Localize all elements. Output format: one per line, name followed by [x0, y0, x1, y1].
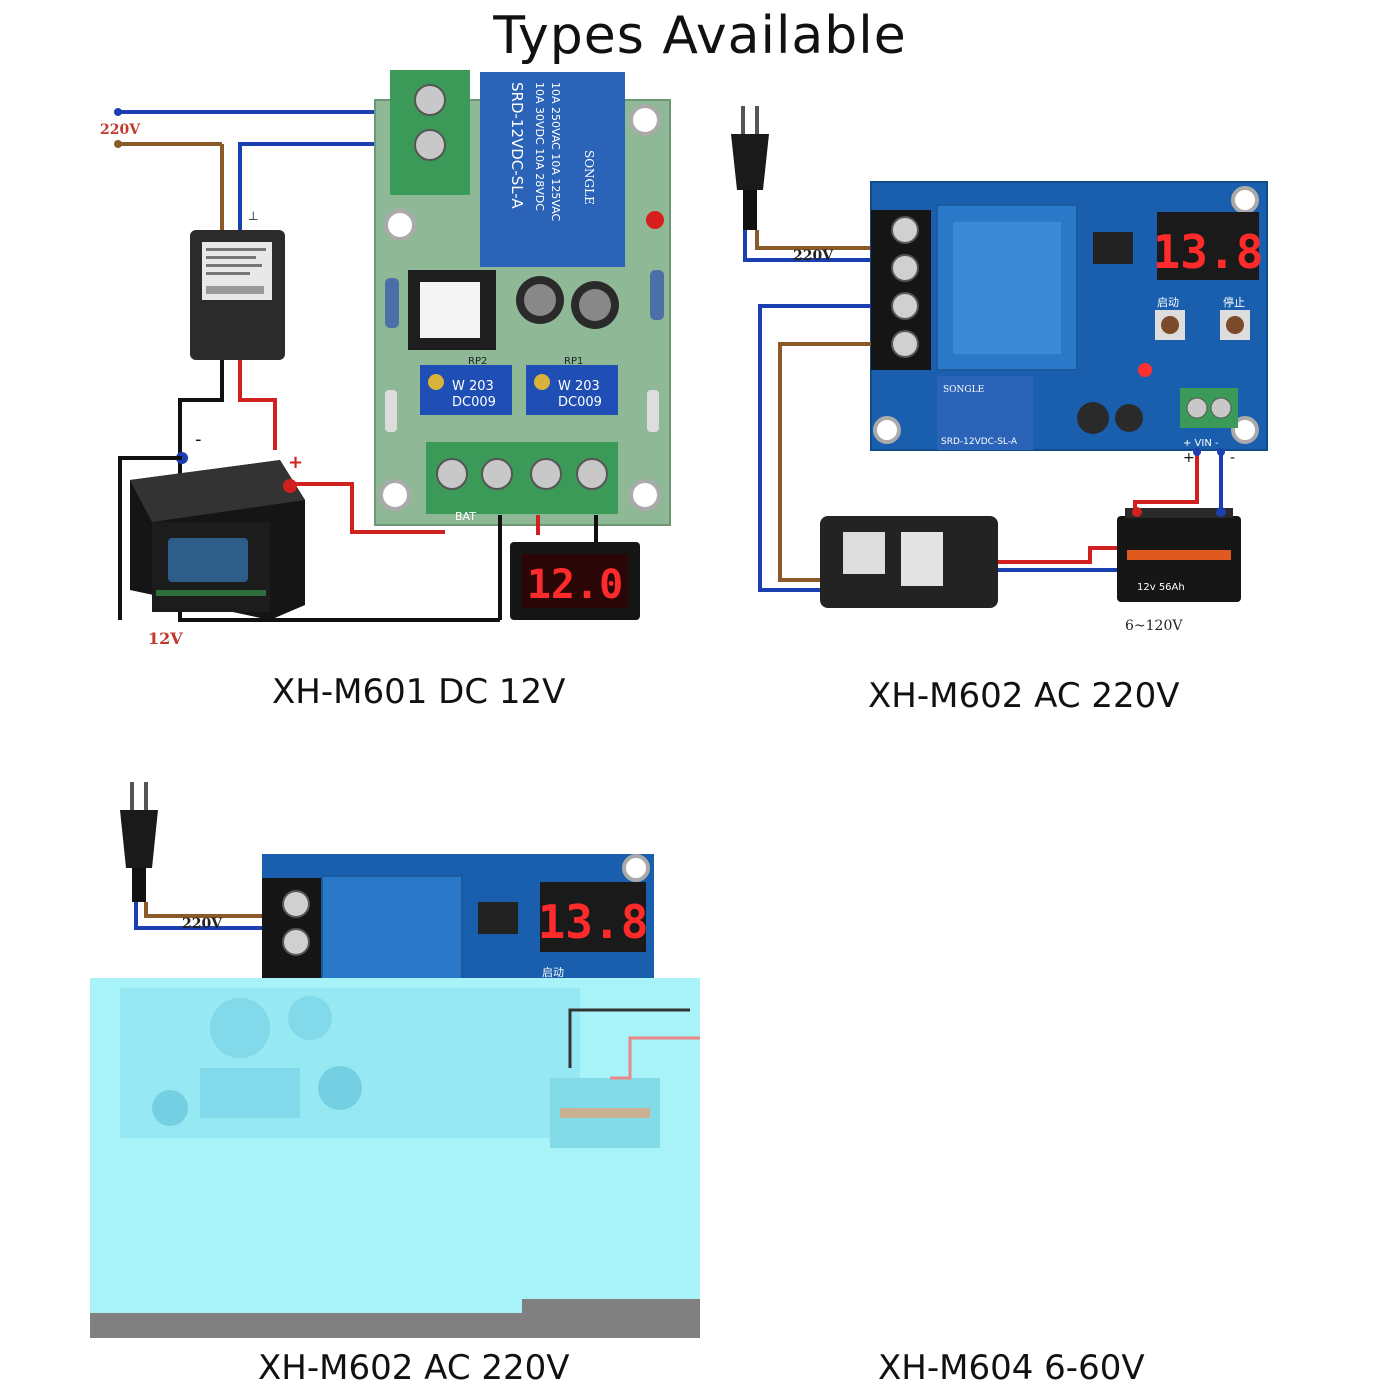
potentiometer-rp1 [526, 365, 618, 415]
svg-text:+ VIN -: + VIN - [1183, 438, 1219, 449]
svg-text:SONGLE: SONGLE [943, 385, 984, 395]
svg-text:启动: 启动 [542, 966, 564, 979]
wiring-diagram-xh-m601: 220V ⊥ - + 12V [100, 70, 671, 648]
voltage-display: 13.8 [538, 895, 649, 949]
svg-text:12v 56Ah: 12v 56Ah [1137, 582, 1185, 593]
svg-text:RP2: RP2 [468, 356, 487, 367]
xh-m602-pcb: 13.8 启动 [262, 854, 654, 985]
svg-text:+: + [1183, 450, 1195, 466]
svg-text:-: - [1230, 450, 1235, 466]
svg-text:BAT: BAT [455, 510, 476, 523]
svg-text:W 203: W 203 [452, 379, 494, 394]
svg-text:10A 30VDC 10A 28VDC: 10A 30VDC 10A 28VDC [533, 82, 546, 211]
caption-xh-m602: XH-M602 AC 220V [868, 676, 1180, 716]
xh-m602-pcb: 13.8 启动 停止 SONGLE SRD-12VDC-SL-A + VIN - [870, 181, 1268, 451]
svg-text:RP1: RP1 [564, 356, 583, 367]
battery-voltage-label: 12V [148, 629, 183, 648]
relay [480, 72, 625, 267]
svg-text:DC009: DC009 [452, 395, 496, 410]
svg-text:SONGLE: SONGLE [582, 150, 596, 205]
ac-input-label: 220V [793, 248, 834, 264]
stop-button[interactable] [1226, 316, 1244, 334]
power-adapter [190, 230, 285, 360]
svg-text:W 203: W 203 [558, 379, 600, 394]
page-title: Types Available [493, 6, 907, 66]
voltage-display: 13.8 [1153, 225, 1264, 279]
relay [937, 376, 1033, 450]
svg-text:10A 250VAC 10A 125VAC: 10A 250VAC 10A 125VAC [549, 82, 562, 222]
ac-input-label: 220V [100, 122, 141, 138]
voltage-range-label: 6~120V [1125, 618, 1183, 634]
svg-text:DC009: DC009 [558, 395, 602, 410]
svg-text:启动: 启动 [1157, 296, 1179, 309]
caption-xh-m601: XH-M601 DC 12V [272, 672, 566, 712]
potentiometer-rp2 [420, 365, 512, 415]
xh-m601-pcb: SRD-12VDC-SL-A 10A 30VDC 10A 28VDC 10A 2… [374, 70, 671, 526]
ac-plug-icon [731, 106, 769, 230]
svg-text:SRD-12VDC-SL-A: SRD-12VDC-SL-A [941, 437, 1018, 447]
ac-plug-icon [120, 782, 158, 902]
voltmeter-reading: 12.0 [527, 562, 623, 608]
battery-plus-label: + [288, 452, 303, 473]
battery-charger [820, 516, 998, 608]
panel-xh-m602: 220V 13.8 启动 停止 [725, 100, 1285, 640]
svg-text:SRD-12VDC-SL-A: SRD-12VDC-SL-A [508, 82, 526, 209]
caption-xh-m604: XH-M604 6-60V [878, 1348, 1145, 1388]
panel-xh-m601: 220V ⊥ - + 12V [90, 60, 710, 660]
overlay-artifact [90, 978, 700, 1338]
caption-xh-m602-variant: XH-M602 AC 220V [258, 1348, 570, 1388]
battery-minus-label: - [195, 429, 202, 450]
ac-input-label: 220V [182, 916, 223, 932]
panel-xh-m602-variant: 220V 13.8 启动 [90, 778, 700, 1338]
car-battery: 12v 56Ah [1117, 507, 1241, 602]
svg-text:⊥: ⊥ [248, 209, 258, 223]
wiring-diagram-xh-m602-variant: 220V 13.8 启动 [90, 782, 700, 1338]
start-button[interactable] [1161, 316, 1179, 334]
lead-acid-battery [130, 452, 305, 620]
wiring-diagram-xh-m602: 220V 13.8 启动 停止 [731, 106, 1268, 634]
voltmeter-display: 12.0 [510, 542, 640, 620]
svg-text:停止: 停止 [1223, 295, 1245, 309]
